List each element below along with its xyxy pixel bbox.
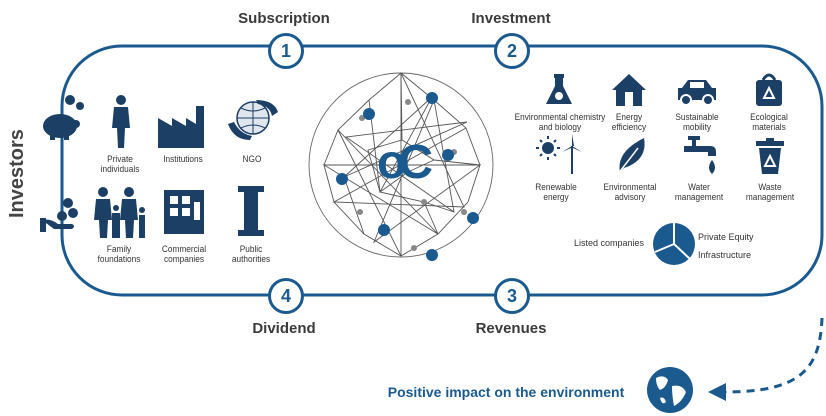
impact-arrow (723, 317, 824, 394)
logo-mark: oC (377, 136, 433, 189)
leaf-icon (617, 138, 645, 174)
recycle-bag-icon (756, 73, 782, 106)
investor-label-institutions: Institutions (163, 154, 203, 164)
network-sphere (308, 72, 494, 261)
investor-label-ngo: NGO (242, 154, 262, 164)
car-icon (678, 80, 716, 106)
step-3-title: Revenues (475, 320, 547, 337)
listed-companies-label: Listed companies (574, 238, 645, 248)
private-equity-label: Private Equity (698, 232, 754, 242)
step-4-title: Dividend (252, 320, 316, 337)
allocation-pie (653, 223, 695, 265)
bin-icon (756, 138, 784, 174)
infrastructure-label: Infrastructure (698, 250, 752, 260)
person-icon (112, 95, 130, 148)
investors-label: Investors (6, 129, 28, 218)
sector-label-chemistry: Environmental chemistry and biology (514, 112, 606, 132)
globe-hands-icon (228, 100, 278, 140)
house-icon (612, 74, 646, 106)
sector-label-water: Water management (674, 182, 724, 202)
investor-label-public: Public authorities (231, 244, 271, 264)
step-2-number: 2 (494, 33, 530, 69)
sector-label-renewable: Renewable energy (535, 182, 577, 202)
sector-label-mobility: Sustainable mobility (675, 112, 719, 132)
flask-icon (546, 74, 572, 104)
sector-label-energy: Energy efficiency (611, 112, 647, 132)
family-icon (94, 187, 145, 238)
factory-icon (158, 106, 204, 148)
step-4-number: 4 (268, 278, 304, 314)
pillar-icon (238, 186, 264, 236)
earth-globe-icon (647, 367, 693, 413)
investor-label-commercial: Commercial companies (161, 244, 207, 264)
step-2-title: Investment (471, 10, 551, 27)
investor-label-family: Family foundations (97, 244, 141, 264)
sector-label-waste: Waste management (745, 182, 795, 202)
coins-hand-icon (40, 198, 78, 232)
building-icon (164, 190, 204, 234)
tap-icon (684, 136, 716, 174)
sun-wind-icon (536, 134, 582, 174)
piggy-bank-icon (43, 95, 84, 140)
step-1-number: 1 (268, 33, 304, 69)
impact-text: Positive impact on the environment (387, 384, 625, 400)
sector-label-advisory: Environmental advisory (603, 182, 657, 202)
step-1-title: Subscription (238, 10, 330, 27)
step-3-number: 3 (494, 278, 530, 314)
investor-label-private: Private individuals (100, 154, 140, 174)
sector-label-materials: Ecological materials (750, 112, 788, 132)
